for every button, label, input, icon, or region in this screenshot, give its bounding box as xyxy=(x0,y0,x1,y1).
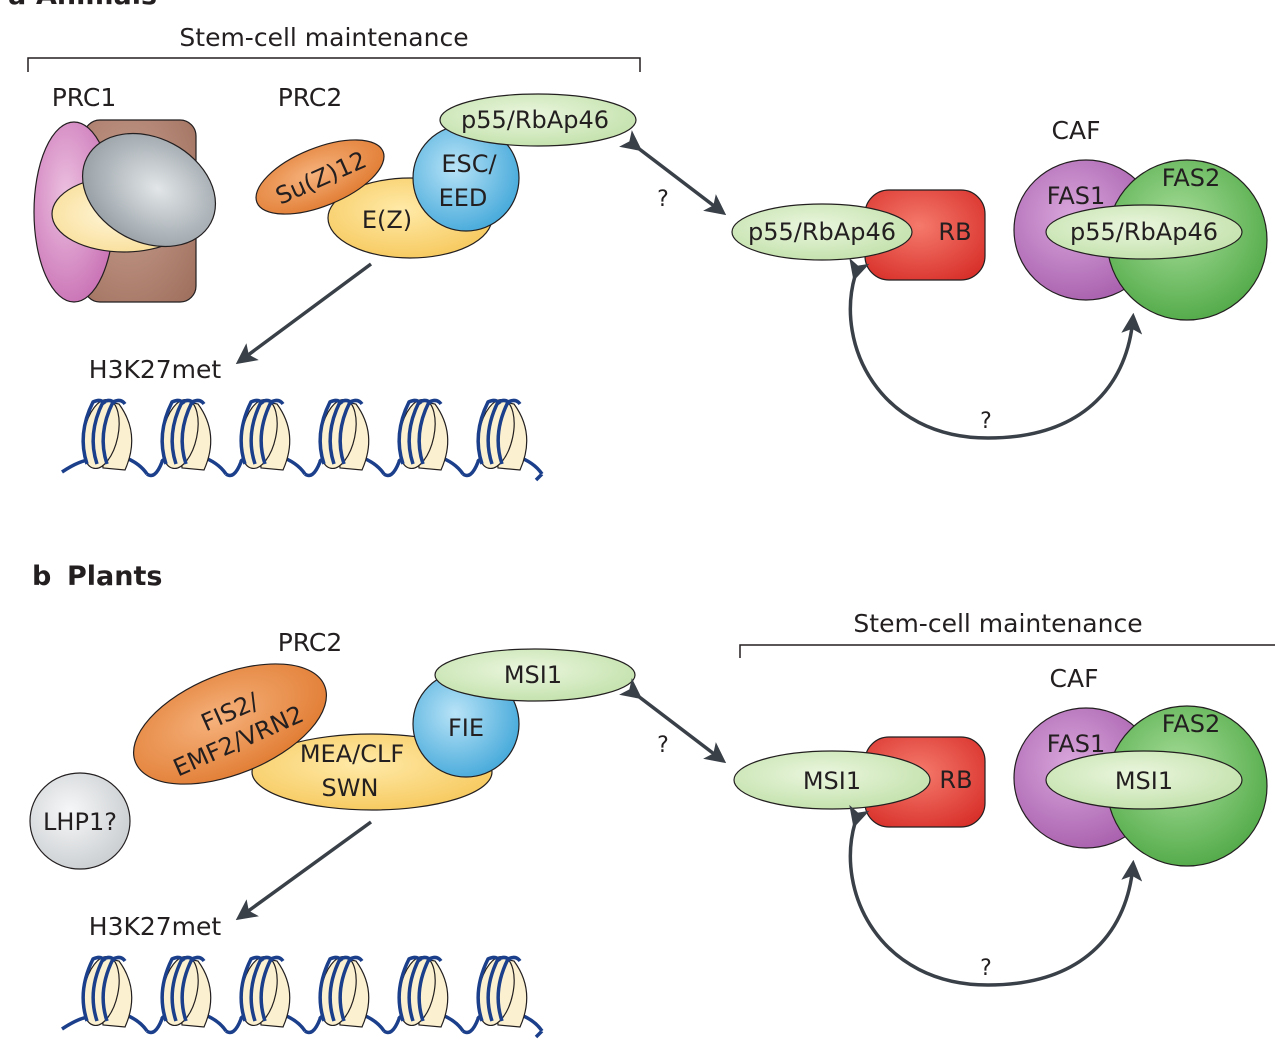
panel-b-title: Plants xyxy=(67,561,162,592)
esc-eed-label-line2: EED xyxy=(439,184,488,212)
h3k27met-label-b: H3K27met xyxy=(89,912,222,941)
p55-rbap46-subunit-prc2 xyxy=(439,93,637,147)
panel-a-title: Animals xyxy=(36,0,157,11)
nucleosome xyxy=(81,398,133,471)
p55-rbap46-caf-bound xyxy=(1045,204,1243,260)
msi1-rb-bound xyxy=(733,750,931,810)
methylation-arrow-a xyxy=(235,262,373,365)
suz12-subunit xyxy=(255,139,385,215)
prc2-complex-a: Su(Z)12 E(Z) ESC/ EED p55/RbAp46 xyxy=(255,93,637,259)
p55-prc2-label: p55/RbAp46 xyxy=(461,106,609,134)
lhp1-protein xyxy=(29,772,131,870)
p55-caf-label: p55/RbAp46 xyxy=(1070,218,1218,246)
fas2-label-b: FAS2 xyxy=(1162,710,1221,738)
msi1-prc2-label: MSI1 xyxy=(504,661,562,689)
nucleosome xyxy=(476,398,528,471)
ez-label: E(Z) xyxy=(362,206,412,234)
double-arrow-a xyxy=(619,130,727,216)
stem-cell-bracket-b xyxy=(739,644,1275,658)
p55-rb-label: p55/RbAp46 xyxy=(748,218,896,246)
fas1-label-b: FAS1 xyxy=(1047,730,1106,758)
nucleosome xyxy=(476,955,528,1028)
fie-label: FIE xyxy=(448,714,484,742)
esc-eed-label-line1: ESC/ xyxy=(441,150,497,178)
prc1-grey-subunit xyxy=(81,132,217,248)
msi1-caf-label: MSI1 xyxy=(1115,767,1173,795)
nucleosome xyxy=(397,955,449,1028)
prc2-complex-b: FIS2/ EMF2/VRN2 MEA/CLF SWN FIE MSI1 xyxy=(132,648,636,811)
nucleosome xyxy=(160,955,212,1028)
prc1-complex xyxy=(33,119,217,303)
caf-label-b: CAF xyxy=(1050,664,1099,693)
dna-strand xyxy=(61,454,544,482)
rb-complex-a: p55/RbAp46 RB xyxy=(731,189,986,281)
rb-label-b: RB xyxy=(939,766,972,794)
msi1-rb-label: MSI1 xyxy=(803,767,861,795)
prc2-label-b: PRC2 xyxy=(278,628,343,657)
prc1-label: PRC1 xyxy=(52,83,117,112)
question-mark-bottom-a: ? xyxy=(980,409,992,434)
question-mark-top-b: ? xyxy=(657,733,669,758)
nucleosome xyxy=(318,398,370,471)
nucleosome xyxy=(318,955,370,1028)
nucleosome xyxy=(160,398,212,471)
fis2-emf2-vrn2-subunit xyxy=(132,663,328,785)
fas1-label-a: FAS1 xyxy=(1047,182,1106,210)
nucleosome xyxy=(81,955,133,1028)
stem-cell-bracket-a xyxy=(27,57,641,72)
methylation-arrow-b xyxy=(235,820,373,921)
curved-arrow-a xyxy=(848,257,1143,440)
question-mark-bottom-b: ? xyxy=(980,956,992,981)
caf-complex-a: FAS1 FAS2 p55/RbAp46 xyxy=(1013,159,1268,321)
rb-label-a: RB xyxy=(938,218,971,246)
dna-strand xyxy=(61,1011,544,1039)
prc2-label-a: PRC2 xyxy=(278,83,343,112)
curved-arrow-b xyxy=(848,804,1143,987)
caf-complex-b: FAS1 FAS2 MSI1 xyxy=(1013,705,1268,867)
mea-clf-label: MEA/CLF xyxy=(300,740,404,768)
chromatin-b xyxy=(61,955,544,1039)
nucleosome xyxy=(397,398,449,471)
swn-label: SWN xyxy=(322,774,379,802)
question-mark-top-a: ? xyxy=(657,187,669,212)
nucleosome xyxy=(239,398,291,471)
double-arrow-b xyxy=(619,678,727,764)
msi1-caf-bound xyxy=(1045,750,1243,810)
p55-rbap46-rb-bound xyxy=(731,203,913,261)
caf-label-a: CAF xyxy=(1052,116,1101,145)
rb-complex-b: MSI1 RB xyxy=(733,736,986,828)
fas2-label-a: FAS2 xyxy=(1162,164,1221,192)
chromatin-a xyxy=(61,398,544,482)
panel-b-letter: b xyxy=(32,561,51,592)
stem-cell-label-a: Stem-cell maintenance xyxy=(179,23,468,52)
panel-a-letter: a xyxy=(8,0,26,11)
stem-cell-label-b: Stem-cell maintenance xyxy=(853,609,1142,638)
msi1-subunit-prc2 xyxy=(434,648,636,702)
nucleosome xyxy=(239,955,291,1028)
lhp1-label: LHP1? xyxy=(43,808,117,836)
h3k27met-label-a: H3K27met xyxy=(89,355,222,384)
